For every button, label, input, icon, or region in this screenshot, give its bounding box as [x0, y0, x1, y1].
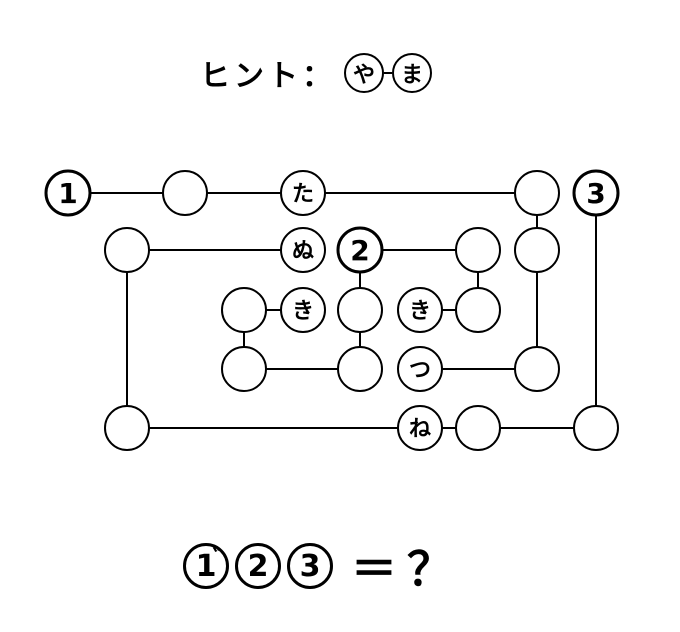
- number-node: 3: [572, 169, 620, 217]
- node-circle: [337, 287, 383, 333]
- empty-node: [514, 227, 560, 273]
- empty-node: [337, 287, 383, 333]
- node-circle: [336, 226, 384, 274]
- empty-node: [221, 346, 267, 392]
- empty-node: [514, 346, 560, 392]
- node-label: ぬ: [292, 239, 314, 264]
- node-circle: [104, 405, 150, 451]
- node-circle: [221, 346, 267, 392]
- node-circle: [162, 170, 208, 216]
- hint-char-2: ま: [392, 53, 432, 93]
- empty-node: [337, 346, 383, 392]
- empty-node: [573, 405, 619, 451]
- empty-node: [455, 287, 501, 333]
- char-node: ね: [397, 405, 443, 451]
- number-node: 1: [44, 169, 92, 217]
- equals-question: ＝？: [351, 542, 463, 596]
- empty-node: [455, 405, 501, 451]
- hint-char-1: や: [344, 53, 384, 93]
- node-circle: [280, 227, 326, 273]
- node-label: た: [292, 182, 314, 207]
- edge-layer: [68, 192, 597, 429]
- node-label: き: [409, 299, 431, 324]
- empty-node: [104, 227, 150, 273]
- node-circle: [514, 346, 560, 392]
- node-label: き: [292, 299, 314, 324]
- empty-node: [221, 287, 267, 333]
- question-number-1: 1: [195, 548, 217, 584]
- node-label: つ: [409, 358, 431, 383]
- node-circle: [397, 405, 443, 451]
- node-label: 1: [58, 177, 77, 210]
- char-node: た: [280, 170, 326, 216]
- char-node: き: [397, 287, 443, 333]
- question-row: 1 ゛ 2 3 ＝？: [183, 533, 463, 599]
- node-circle: [221, 287, 267, 333]
- dakuten-mark: ゛: [212, 546, 235, 571]
- question-circle-1: 1 ゛: [183, 543, 235, 589]
- node-label: 3: [586, 177, 605, 210]
- node-circle: [514, 227, 560, 273]
- char-node: き: [280, 287, 326, 333]
- hint-row: ヒント： や ま: [200, 50, 432, 96]
- number-node: 2: [336, 226, 384, 274]
- char-node: つ: [397, 346, 443, 392]
- node-label: 2: [350, 234, 369, 267]
- node-circle: [337, 346, 383, 392]
- question-number-2: 2: [247, 548, 269, 584]
- empty-node: [514, 170, 560, 216]
- node-circle: [572, 169, 620, 217]
- node-circle: [280, 170, 326, 216]
- question-circle-2: 2: [235, 543, 281, 589]
- question-circle-3: 3: [287, 543, 333, 589]
- node-circle: [514, 170, 560, 216]
- question-number-3: 3: [299, 548, 321, 584]
- node-circle: [573, 405, 619, 451]
- node-circle: [44, 169, 92, 217]
- node-circle: [280, 287, 326, 333]
- node-circle: [397, 346, 443, 392]
- node-circle: [455, 227, 501, 273]
- hint-label: ヒント：: [200, 59, 336, 94]
- node-circle: [455, 405, 501, 451]
- node-label: ね: [409, 417, 431, 442]
- char-node: ぬ: [280, 227, 326, 273]
- node-circle: [104, 227, 150, 273]
- empty-node: [455, 227, 501, 273]
- hint-connector-line: [384, 72, 392, 74]
- empty-node: [104, 405, 150, 451]
- node-circle: [455, 287, 501, 333]
- node-circle: [397, 287, 443, 333]
- node-layer: 1 た 3 ぬ 2 き きつね: [44, 169, 620, 451]
- empty-node: [162, 170, 208, 216]
